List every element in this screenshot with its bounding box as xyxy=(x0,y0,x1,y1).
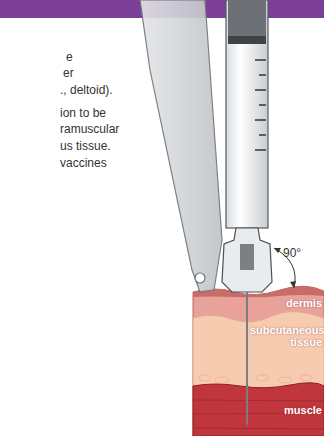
subcutaneous-layer xyxy=(193,311,324,436)
text-fragment: er xyxy=(63,66,74,80)
needle xyxy=(246,292,248,422)
needle-hub xyxy=(222,228,272,292)
text-fragment: vaccines xyxy=(60,156,107,170)
tissue-band: dermis xyxy=(262,297,322,309)
hub-core xyxy=(240,244,254,270)
text-fragment: ion to be xyxy=(60,106,106,120)
syringe-barrel xyxy=(226,0,268,228)
tissue-label: subcutaneous tissue xyxy=(250,324,322,348)
needle-tip xyxy=(246,422,248,428)
fat-cells xyxy=(199,375,312,383)
plunger xyxy=(228,0,266,36)
text-fragment: e xyxy=(66,50,73,64)
plunger-stopper xyxy=(228,36,266,44)
tissue-band: muscle xyxy=(262,404,322,416)
angle-arrowhead xyxy=(274,248,281,253)
text-fragment: ramuscular xyxy=(60,122,119,136)
tissue-band: subcutaneous tissue xyxy=(250,324,322,348)
muscle-fibres xyxy=(193,400,324,429)
angle-label: 90° xyxy=(283,246,301,260)
angle-arrowhead xyxy=(290,281,296,288)
tissue-label: dermis xyxy=(262,297,322,309)
needle-sheath xyxy=(140,0,222,292)
text-fragment: ., deltoid). xyxy=(60,83,113,97)
sheath-hinge xyxy=(195,273,205,283)
dermis-layer xyxy=(193,286,324,436)
tissue-label: muscle xyxy=(262,404,322,416)
muscle-layer xyxy=(193,383,324,436)
text-fragment: us tissue. xyxy=(60,139,111,153)
scale-ticks xyxy=(255,60,266,150)
